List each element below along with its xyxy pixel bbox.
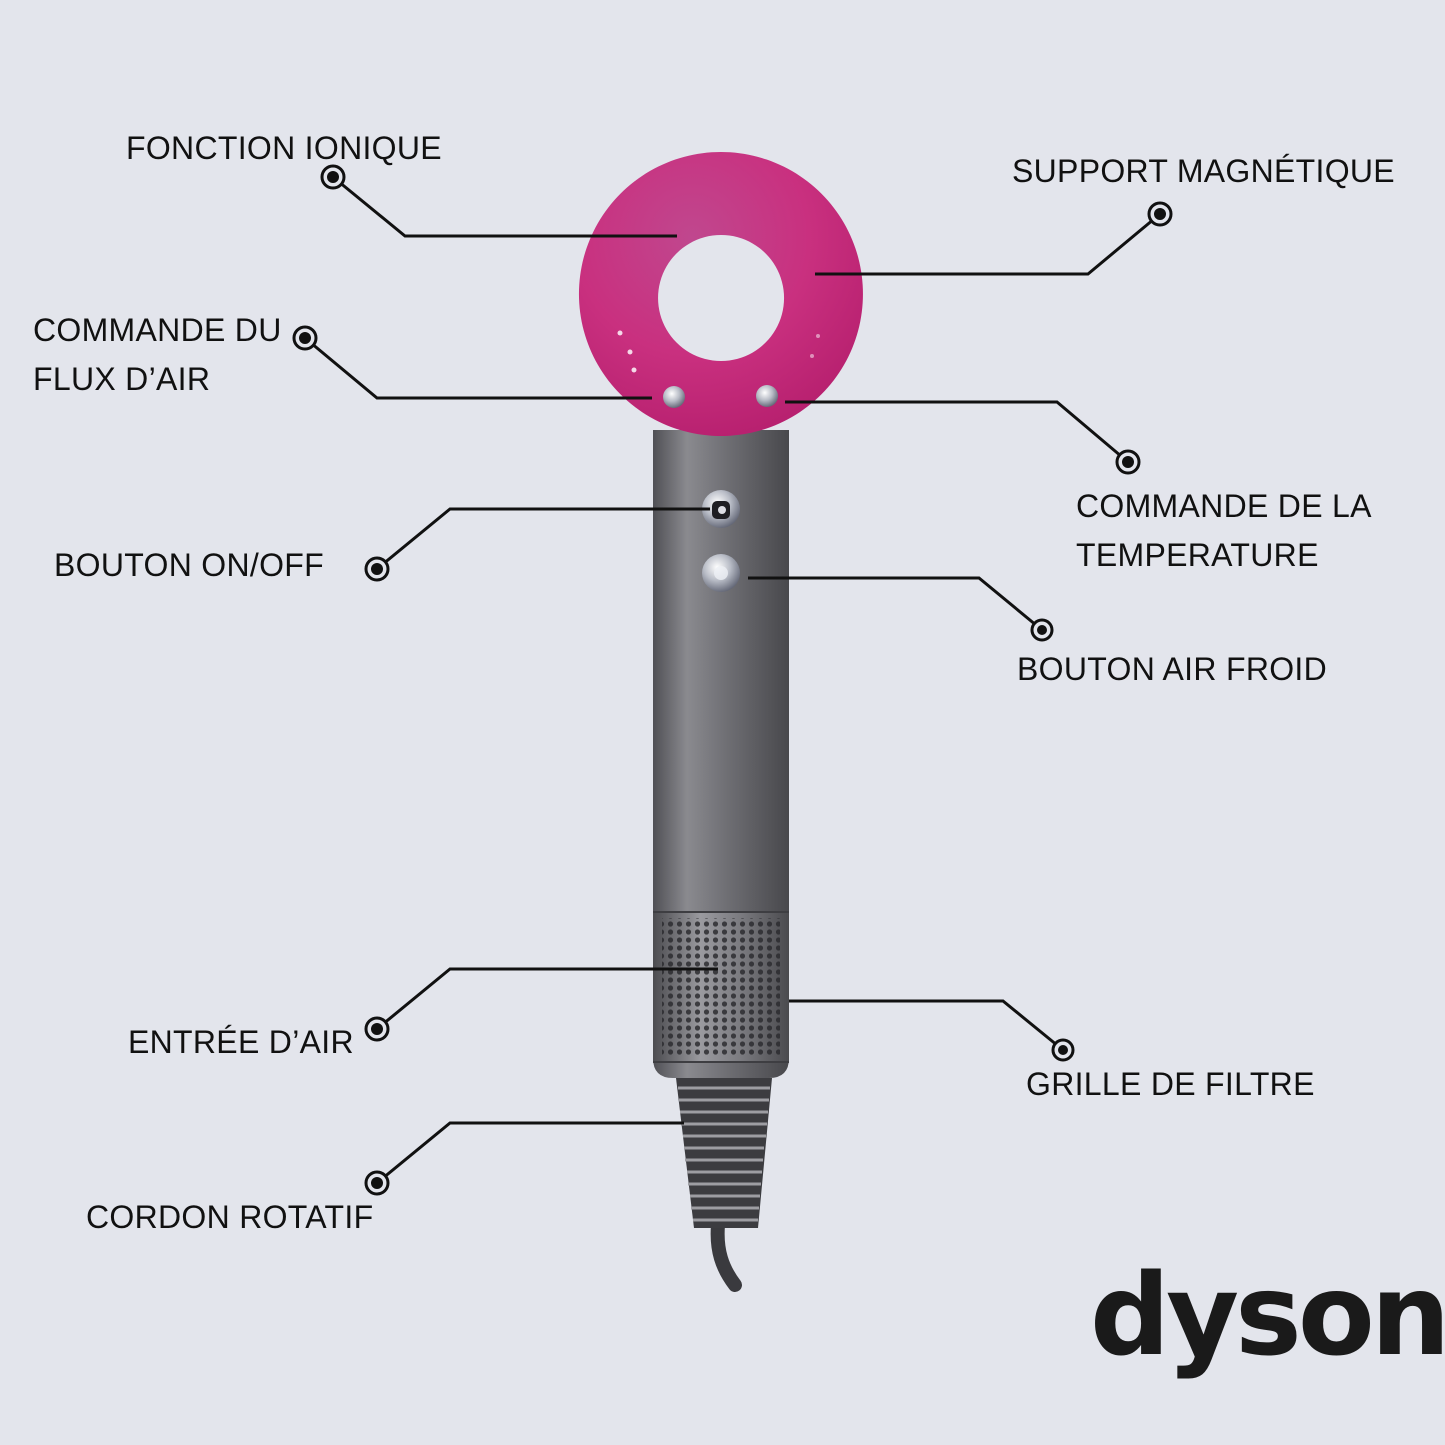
- label-commande-flux-line2: FLUX D’AIR: [33, 361, 211, 397]
- leader-anchor-dots: [292, 164, 1173, 1196]
- dot-bouton-on-off: [364, 556, 390, 582]
- label-bouton-air-froid-text: BOUTON AIR FROID: [1017, 651, 1328, 687]
- label-support-magnetique-text: SUPPORT MAGNÉTIQUE: [1012, 153, 1395, 189]
- label-cordon-rotatif: CORDON ROTATIF: [86, 1193, 373, 1242]
- leader-bouton-on-off: [376, 507, 710, 571]
- dyson-logo: dyson: [1090, 1251, 1445, 1381]
- leader-bouton-air-froid: [748, 576, 1043, 632]
- power-button[interactable]: [702, 490, 740, 528]
- label-bouton-on-off: BOUTON ON/OFF: [54, 541, 324, 590]
- dot-support-magnetique: [1147, 201, 1173, 227]
- label-grille-filtre: GRILLE DE FILTRE: [1026, 1060, 1315, 1109]
- label-commande-temp-line2: TEMPERATURE: [1076, 537, 1319, 573]
- label-bouton-air-froid: BOUTON AIR FROID: [1017, 645, 1327, 694]
- dot-cordon-rotatif: [364, 1170, 390, 1196]
- hair-dryer-illustration: [578, 152, 863, 1292]
- air-inlet-mesh: [662, 918, 780, 1056]
- label-fonction-ionique: FONCTION IONIQUE: [126, 124, 442, 173]
- power-cable: [710, 1218, 742, 1292]
- label-entree-air-text: ENTRÉE D’AIR: [128, 1024, 354, 1060]
- label-cordon-rotatif-text: CORDON ROTATIF: [86, 1199, 374, 1235]
- label-commande-flux-line1: COMMANDE DU: [33, 312, 282, 348]
- indicator-lights: [617, 330, 820, 373]
- label-entree-air: ENTRÉE D’AIR: [128, 1018, 354, 1067]
- dot-bouton-air-froid: [1030, 618, 1054, 642]
- swivel-cord: [676, 1078, 772, 1228]
- dot-commande-temperature: [1115, 449, 1141, 475]
- leader-commande-flux: [304, 336, 652, 400]
- cold-shot-button[interactable]: [702, 554, 740, 592]
- label-grille-filtre-text: GRILLE DE FILTRE: [1026, 1066, 1315, 1102]
- label-fonction-ionique-text: FONCTION IONIQUE: [126, 130, 442, 166]
- label-support-magnetique: SUPPORT MAGNÉTIQUE: [1012, 147, 1395, 196]
- label-bouton-on-off-text: BOUTON ON/OFF: [54, 547, 324, 583]
- label-commande-temperature: COMMANDE DE LA TEMPERATURE: [1076, 482, 1372, 580]
- leader-lines: [304, 175, 1161, 1185]
- heat-button[interactable]: [756, 385, 778, 407]
- dryer-head-ring: [578, 152, 863, 436]
- leader-entree-air: [376, 967, 718, 1031]
- swivel-cord-ribs: [678, 1086, 770, 1222]
- dot-commande-flux: [292, 325, 318, 351]
- leader-support-magnetique: [815, 212, 1161, 276]
- dot-entree-air: [364, 1016, 390, 1042]
- leader-fonction-ionique: [332, 175, 677, 238]
- label-commande-temp-line1: COMMANDE DE LA: [1076, 488, 1372, 524]
- leader-grille-filtre: [789, 999, 1064, 1052]
- leader-commande-temperature: [785, 400, 1129, 464]
- leader-cordon-rotatif: [376, 1121, 684, 1185]
- label-commande-flux-air: COMMANDE DU FLUX D’AIR: [33, 306, 282, 404]
- dot-grille-filtre: [1051, 1038, 1075, 1062]
- airflow-button[interactable]: [663, 386, 685, 408]
- dot-fonction-ionique: [320, 164, 346, 190]
